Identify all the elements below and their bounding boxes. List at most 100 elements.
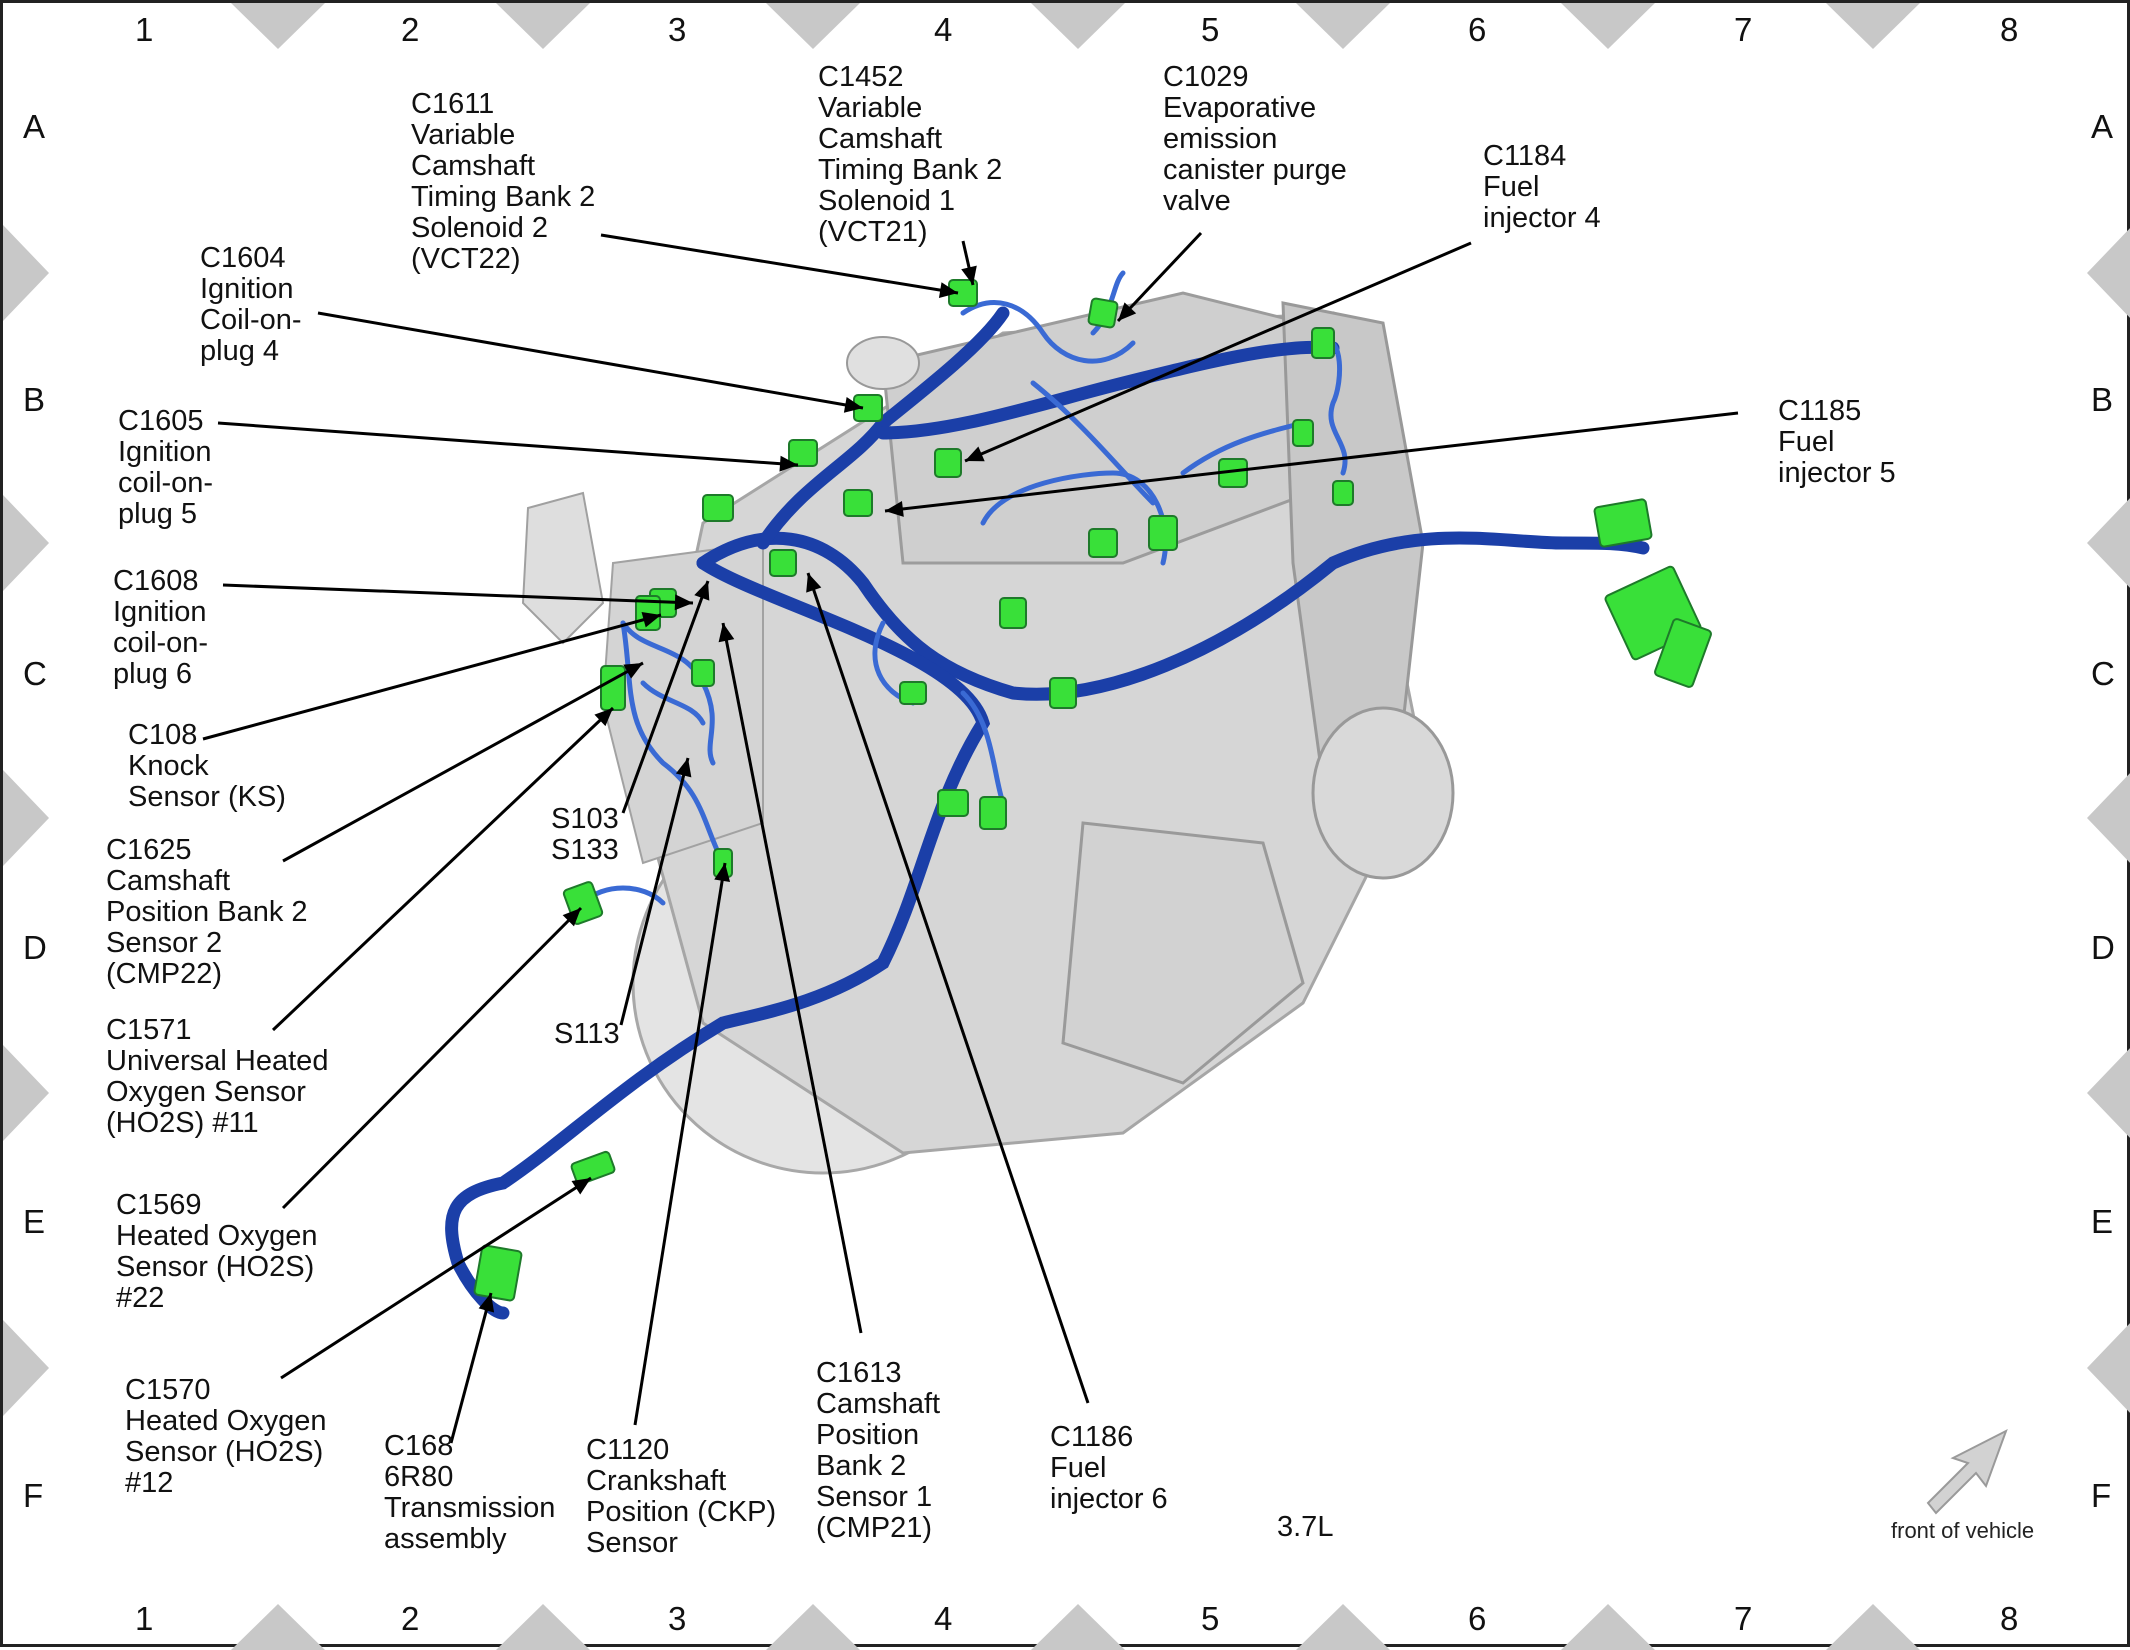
left-marker: [3, 770, 49, 866]
callout-c1604: C1604 Ignition Coil-on- plug 4: [200, 242, 302, 367]
connector-shape: [1049, 677, 1077, 709]
leader-line: [884, 411, 1739, 513]
leader-arrowhead: [641, 611, 661, 628]
right-marker: [2087, 228, 2130, 318]
grid-row-right: A: [2091, 108, 2114, 145]
top-marker: [231, 3, 325, 49]
grid-column-top: 1: [135, 11, 154, 48]
callout-c1569: C1569 Heated Oxygen Sensor (HO2S) #22: [116, 1189, 318, 1314]
grid-row-right: F: [2091, 1477, 2112, 1514]
connector-shape: [999, 597, 1027, 629]
leader-arrowhead: [843, 397, 863, 413]
leader-arrowhead: [478, 1293, 495, 1313]
callout-c1608: C1608 Ignition coil-on- plug 6: [113, 565, 209, 690]
leader-line: [222, 583, 694, 605]
bottom-marker: [766, 1604, 860, 1650]
bottom-marker: [1296, 1604, 1390, 1650]
border-markers: [3, 3, 2130, 1650]
callout-c1613: C1613 Camshaft Position Bank 2 Sensor 1 …: [816, 1357, 941, 1544]
connector-shape: [1311, 327, 1335, 359]
connector-shape: [843, 489, 873, 517]
leader-line: [621, 580, 710, 814]
grid-column-top: 8: [2000, 11, 2019, 48]
leader-line: [619, 757, 690, 1026]
leader-arrowhead: [714, 863, 731, 883]
connector-shape: [1148, 515, 1178, 551]
grid-row-left: B: [23, 381, 46, 418]
leader-arrowhead: [965, 446, 985, 462]
leader-arrowhead: [675, 758, 692, 778]
grid-column-top: 6: [1468, 11, 1487, 48]
grid-row-right: B: [2091, 381, 2114, 418]
grid-column-bottom: 1: [135, 1600, 154, 1637]
connector-shape: [1292, 419, 1314, 447]
connector-shape: [691, 659, 715, 687]
leader-line: [317, 311, 864, 410]
top-marker: [766, 3, 860, 49]
harness-branch: [1030, 380, 1156, 506]
connector-shape: [570, 1150, 616, 1186]
engine-harness-diagram: [3, 3, 2130, 1650]
leader-line: [281, 906, 583, 1210]
harness-branch: [1090, 270, 1126, 336]
grid-row-left: F: [23, 1477, 44, 1514]
callout-c1605: C1605 Ignition coil-on- plug 5: [118, 405, 214, 530]
leader-arrowhead: [1118, 302, 1137, 321]
grid-column-top: 5: [1201, 11, 1220, 48]
connector-shape: [702, 494, 734, 522]
wiring-harness: [445, 270, 1650, 1320]
callout-s103: S103 S133: [551, 803, 619, 866]
callout-c1184: C1184 Fuel injector 4: [1483, 140, 1601, 234]
leader-line: [202, 613, 662, 741]
connector-shape: [937, 789, 969, 817]
front-of-vehicle-label: front of vehicle: [1891, 1518, 2035, 1543]
left-marker: [3, 1320, 49, 1416]
leader-line: [282, 661, 644, 863]
bottom-marker: [231, 1604, 325, 1650]
grid-column-top: 4: [934, 11, 953, 48]
harness-branch: [640, 680, 706, 726]
callout-c1186: C1186 Fuel injector 6: [1050, 1421, 1168, 1515]
callout-c1029: C1029 Evaporative emission canister purg…: [1163, 61, 1347, 217]
grid-row-left: E: [23, 1203, 46, 1240]
leader-arrowhead: [806, 573, 822, 593]
callout-c108: C108 Knock Sensor (KS): [128, 719, 286, 813]
connector-shape: [934, 448, 962, 478]
right-marker: [2087, 1323, 2130, 1413]
harness-branch: [960, 690, 1006, 806]
harness-branch: [960, 300, 1136, 364]
connector-shape: [1088, 528, 1118, 558]
harness-trunk: [756, 306, 1010, 550]
connector-shape: [600, 665, 626, 711]
engine-label: 3.7L: [1277, 1511, 1334, 1543]
leader-arrowhead: [718, 623, 735, 643]
right-marker: [2087, 773, 2130, 863]
top-marker: [496, 3, 590, 49]
grid-row-left: D: [23, 929, 47, 966]
left-marker: [3, 225, 49, 321]
compressor-shape: [1311, 706, 1455, 880]
harness-trunk: [876, 340, 1340, 440]
leader-arrowhead: [623, 663, 643, 679]
leader-line: [806, 572, 1090, 1404]
leader-arrowhead: [961, 265, 977, 285]
grid-column-bottom: 3: [668, 1600, 687, 1637]
leader-arrowhead: [885, 500, 904, 517]
leader-arrowhead: [571, 1178, 591, 1195]
left-marker: [3, 495, 49, 591]
harness-trunk: [445, 556, 991, 1320]
front-of-vehicle-arrow-icon: [1926, 1428, 2008, 1515]
oil-cap-shape: [846, 336, 920, 390]
connectors: [473, 279, 1712, 1302]
harness-trunk: [696, 531, 1650, 701]
grid-row-right: E: [2091, 1203, 2114, 1240]
callout-c1611: C1611 Variable Camshaft Timing Bank 2 So…: [411, 88, 596, 275]
harness-branch: [1180, 420, 1306, 476]
connector-shape: [769, 549, 797, 577]
grid-column-top: 7: [1734, 11, 1753, 48]
bracket-shape: [521, 491, 605, 645]
callout-c1570: C1570 Heated Oxygen Sensor (HO2S) #12: [125, 1374, 327, 1499]
connector-shape: [1654, 618, 1712, 688]
leader-line: [600, 233, 959, 295]
leader-line: [280, 1176, 592, 1380]
